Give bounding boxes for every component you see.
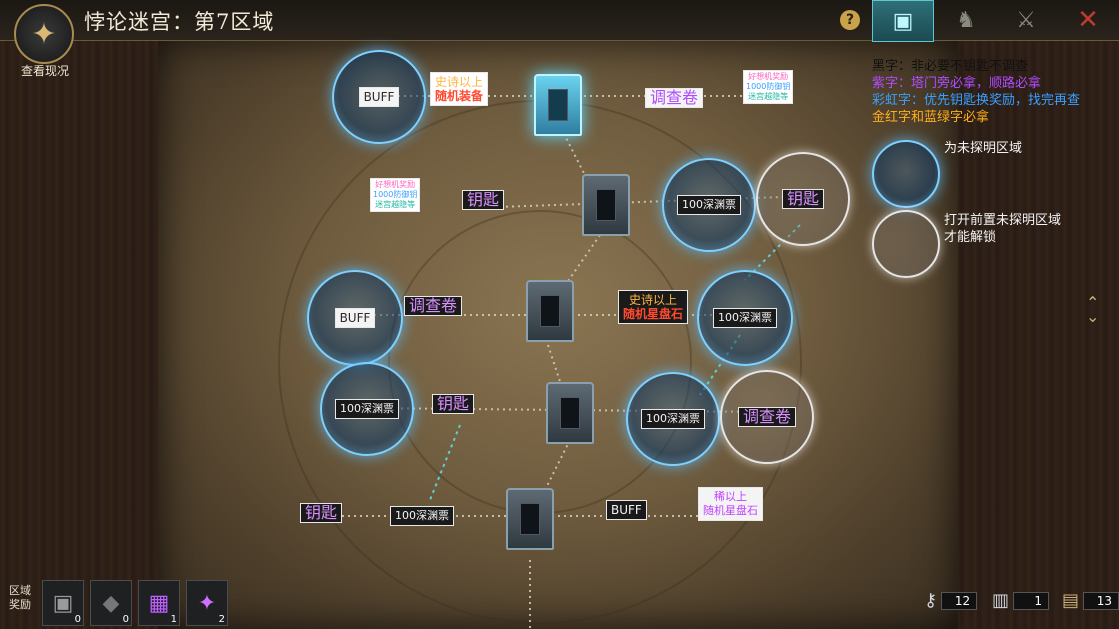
page-title: 悖论迷宫：第7区域 xyxy=(84,10,275,34)
legend-line: 黑字：非必要不钥匙不调查 xyxy=(872,59,1029,74)
map-node-buff[interactable]: BUFF xyxy=(332,50,426,144)
map-node-key[interactable]: 钥匙 xyxy=(432,394,475,414)
resource-value: 13 xyxy=(1083,591,1119,610)
map-node-abyss-ticket[interactable]: 100深渊票 xyxy=(320,362,414,456)
compass-icon[interactable]: ✦ xyxy=(14,4,74,64)
node-label: 调查卷 xyxy=(404,296,463,316)
legend-line: 彩虹字：优先钥匙换奖励，找完再查 xyxy=(872,93,1081,108)
tab-maze[interactable]: ▣ xyxy=(872,0,934,42)
map-node-abyss-ticket[interactable]: 100深渊票 xyxy=(390,506,454,526)
node-label: 100深渊票 xyxy=(713,308,777,328)
node-label: BUFF xyxy=(606,500,647,520)
legend-unlock-hint: 打开前置未探明区域 才能解锁 xyxy=(944,213,1062,245)
map-node-investigate[interactable]: 调查卷 xyxy=(404,296,463,316)
reward-count: 0 xyxy=(74,614,81,625)
reward-slot-treasure-chest[interactable]: ▣ 0 xyxy=(42,580,84,626)
reward-count: 2 xyxy=(218,614,225,625)
tower-icon: ▥ xyxy=(992,590,1010,611)
node-label: 钥匙 xyxy=(300,503,343,523)
node-label: 100深渊票 xyxy=(677,195,741,215)
node-label: 100深渊票 xyxy=(335,399,399,419)
ore-stone-icon: ◆ xyxy=(102,590,120,616)
legend-line: 紫字：塔门旁必拿，顺路必拿 xyxy=(872,76,1042,91)
crystal-icon: ✦ xyxy=(197,590,217,616)
tab-hero[interactable]: ♞ xyxy=(936,0,996,40)
view-status-label[interactable]: 查看现况 xyxy=(20,64,69,78)
map-node-abyss-ticket[interactable]: 100深渊票 xyxy=(662,158,756,252)
map-node-abyss-ticket[interactable]: 100深渊票 xyxy=(697,270,793,366)
area-rewards-label: 区域奖励 xyxy=(9,584,31,611)
reward-count: 1 xyxy=(170,614,177,625)
legend-unexplored-bubble xyxy=(872,140,940,208)
node-label: 史诗以上随机星盘石 xyxy=(618,290,689,324)
node-label: 史诗以上随机装备 xyxy=(430,72,489,106)
reward-slot-ore[interactable]: ◆ 0 xyxy=(90,580,132,626)
scroll-arrows[interactable]: ⌃ ⌄ xyxy=(1086,293,1100,326)
legend-locked-bubble xyxy=(872,210,940,278)
map-node-rare-star[interactable]: 稀以上随机星盘石 xyxy=(698,487,763,521)
node-label: 钥匙 xyxy=(432,394,475,414)
resource-towers: ▥ 1 xyxy=(992,590,1050,611)
resource-scrolls: ▤ 13 xyxy=(1062,590,1119,611)
node-label: 调查卷 xyxy=(737,407,796,427)
maze-tower[interactable] xyxy=(578,170,634,240)
tower-icon xyxy=(526,280,574,342)
tab-battle[interactable]: ⚔ xyxy=(996,0,1056,40)
chevron-down-icon[interactable]: ⌄ xyxy=(1086,307,1100,326)
maze-tower[interactable] xyxy=(542,378,598,448)
node-label: 100深渊票 xyxy=(641,409,705,429)
resource-value: 12 xyxy=(941,591,978,610)
map-node-epic-equip[interactable]: 史诗以上随机装备 xyxy=(430,72,489,106)
legend-line: 金红字和蓝绿字必拿 xyxy=(872,110,990,125)
maze-tower-entrance[interactable] xyxy=(502,484,558,554)
close-icon: ✕ xyxy=(1077,5,1099,35)
tower-icon xyxy=(546,382,594,444)
key-icon: ⚷ xyxy=(924,590,938,611)
resource-value: 1 xyxy=(1013,591,1050,610)
treasure-chest-icon: ▣ xyxy=(52,590,74,616)
legend-unexplored-text: 为未探明区域 xyxy=(944,141,1023,156)
node-label: BUFF xyxy=(358,87,400,107)
maze-icon: ▣ xyxy=(892,8,914,34)
rare-chest-icon: ▦ xyxy=(148,590,170,616)
tower-icon xyxy=(582,174,630,236)
close-button[interactable]: ✕ xyxy=(1058,0,1118,40)
map-node-key[interactable]: 钥匙 xyxy=(462,190,505,210)
map-node-investigate[interactable]: 调查卷 xyxy=(645,88,704,108)
map-node-key-locked[interactable]: 钥匙 xyxy=(756,152,850,246)
map-node-buff[interactable]: BUFF xyxy=(606,500,647,520)
node-label: 调查卷 xyxy=(645,88,704,108)
map-node-key[interactable]: 钥匙 xyxy=(300,503,343,523)
map-node-investigate-locked[interactable]: 调查卷 xyxy=(720,370,814,464)
node-label: 稀以上随机星盘石 xyxy=(698,487,763,521)
crossed-swords-icon: ⚔ xyxy=(1016,7,1036,33)
chevron-up-icon[interactable]: ⌃ xyxy=(1086,293,1100,312)
node-label: 钥匙 xyxy=(781,189,824,209)
maze-tower[interactable] xyxy=(522,276,578,346)
reward-slot-crystal[interactable]: ✦ 2 xyxy=(186,580,228,626)
reward-slot-rare-chest[interactable]: ▦ 1 xyxy=(138,580,180,626)
knight-icon: ♞ xyxy=(956,7,976,33)
node-label: BUFF xyxy=(334,308,376,328)
map-node-abyss-ticket[interactable]: 100深渊票 xyxy=(626,372,720,466)
maze-tower-current[interactable] xyxy=(530,70,586,140)
resource-keys: ⚷ 12 xyxy=(924,590,978,611)
scroll-icon: ▤ xyxy=(1062,590,1080,611)
legend-panel: 黑字：非必要不钥匙不调查 紫字：塔门旁必拿，顺路必拿 彩虹字：优先钥匙换奖励，找… xyxy=(872,58,1080,126)
map-node-epic-star[interactable]: 史诗以上随机星盘石 xyxy=(618,290,689,324)
tower-icon xyxy=(534,74,582,136)
tower-icon xyxy=(506,488,554,550)
node-label: 100深渊票 xyxy=(390,506,454,526)
reward-count: 0 xyxy=(122,614,129,625)
map-node-buff[interactable]: BUFF xyxy=(307,270,403,366)
node-label: 钥匙 xyxy=(462,190,505,210)
help-button[interactable]: ? xyxy=(840,10,860,30)
